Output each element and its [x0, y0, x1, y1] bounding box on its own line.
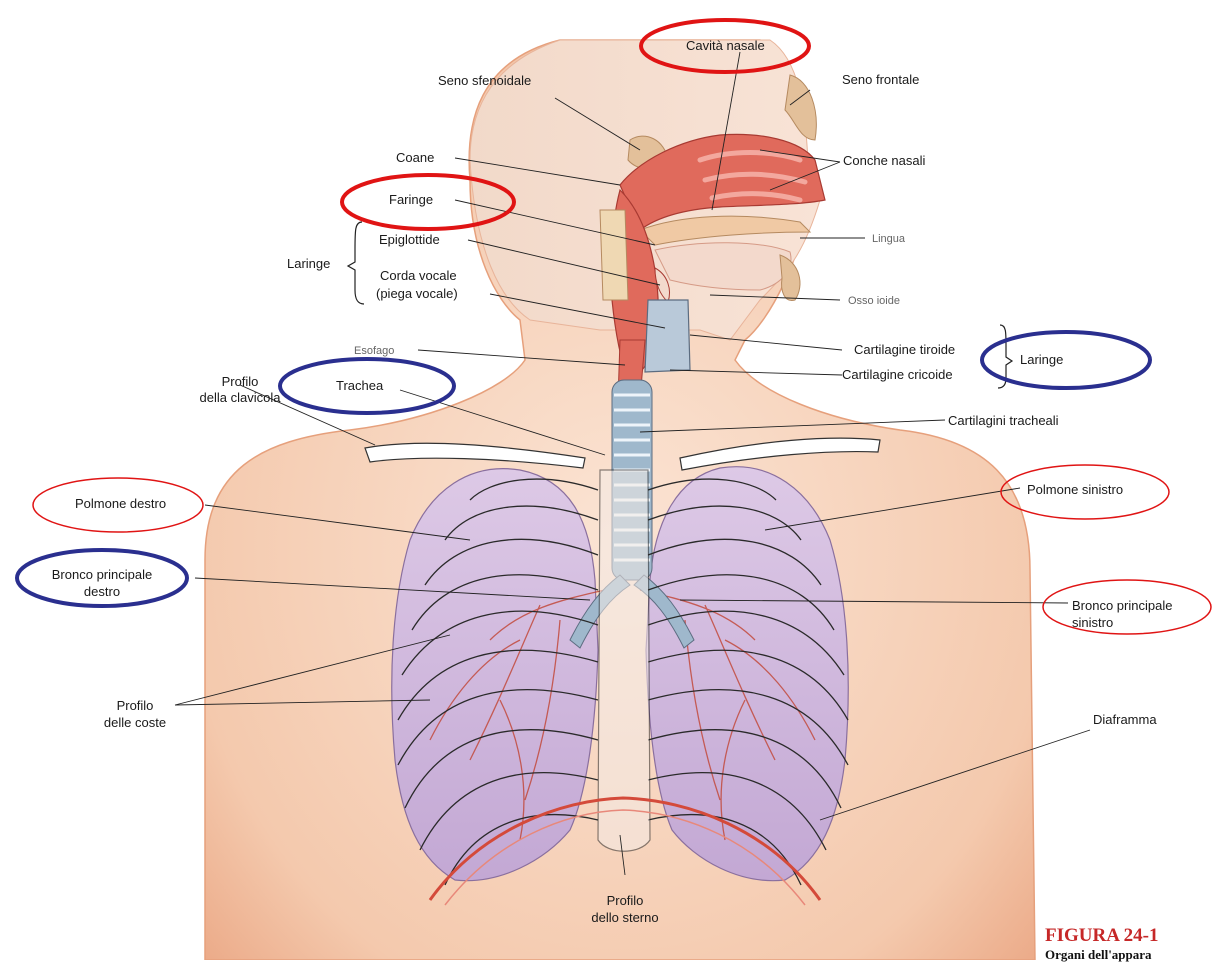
- label-laringe-group: Laringe: [287, 256, 330, 272]
- label-polmone-sinistro: Polmone sinistro: [1027, 482, 1123, 498]
- label-coane: Coane: [396, 150, 434, 166]
- label-profilo-coste-1: Profilo: [90, 698, 180, 714]
- label-corda-vocale: Corda vocale: [380, 268, 457, 284]
- label-bronco-destro-2: destro: [37, 584, 167, 600]
- label-cartilagini-tracheali: Cartilagini tracheali: [948, 413, 1059, 429]
- label-cartilagine-tiroide: Cartilagine tiroide: [854, 342, 955, 358]
- label-cartilagine-cricoide: Cartilagine cricoide: [842, 367, 953, 383]
- label-seno-sfenoidale: Seno sfenoidale: [438, 73, 531, 89]
- laringe-left-brace: [348, 222, 364, 304]
- label-profilo-clavicola-1: Profilo: [195, 374, 285, 390]
- label-profilo-clavicola-2: della clavicola: [195, 390, 285, 406]
- label-esofago: Esofago: [354, 343, 394, 359]
- label-polmone-destro: Polmone destro: [75, 496, 166, 512]
- label-profilo-sterno-2: dello sterno: [575, 910, 675, 926]
- label-lingua: Lingua: [872, 231, 905, 247]
- label-epiglottide: Epiglottide: [379, 232, 440, 248]
- label-bronco-destro-1: Bronco principale: [37, 567, 167, 583]
- label-seno-frontale: Seno frontale: [842, 72, 919, 88]
- label-cavita-nasale: Cavità nasale: [686, 38, 765, 54]
- cervical-spine: [600, 210, 628, 300]
- label-bronco-sinistro-1: Bronco principale: [1072, 598, 1172, 614]
- sternum: [598, 470, 650, 851]
- label-trachea: Trachea: [336, 378, 383, 394]
- label-diaframma: Diaframma: [1093, 712, 1157, 728]
- label-piega-vocale: (piega vocale): [376, 286, 458, 302]
- label-profilo-coste-2: delle coste: [90, 715, 180, 731]
- label-faringe: Faringe: [389, 192, 433, 208]
- label-laringe-right: Laringe: [1020, 352, 1063, 368]
- jaw-bone: [780, 255, 800, 300]
- figure-title: FIGURA 24-1: [1045, 925, 1158, 947]
- figure-subtitle: Organi dell'appara: [1045, 947, 1152, 963]
- label-bronco-sinistro-2: sinistro: [1072, 615, 1113, 631]
- highlight-laringe: [982, 332, 1150, 388]
- label-osso-ioide: Osso ioide: [848, 293, 900, 309]
- label-profilo-sterno-1: Profilo: [575, 893, 675, 909]
- label-conche-nasali: Conche nasali: [843, 153, 925, 169]
- larynx: [645, 300, 690, 372]
